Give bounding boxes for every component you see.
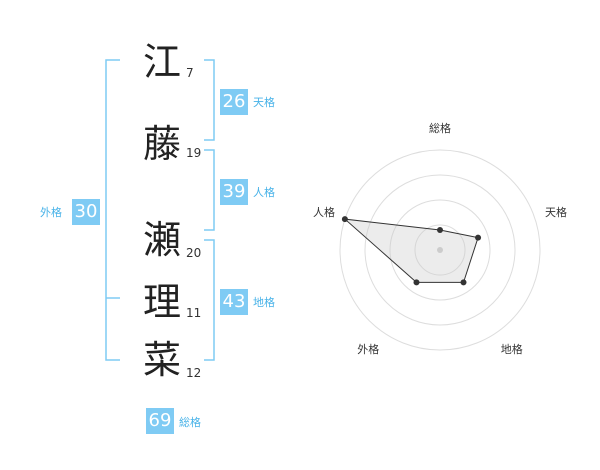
stroke-count-2: 19	[186, 146, 202, 160]
radar-ring-2	[389, 199, 491, 301]
gaikaku-bracket	[105, 59, 120, 361]
name-char-4: 理	[142, 280, 181, 324]
stroke-count-1: 7	[186, 66, 194, 80]
stroke-count-4: 11	[186, 306, 202, 320]
radar-axis-label-gaikaku: 外格	[357, 342, 380, 356]
name-char-2: 藤	[142, 122, 181, 166]
radar-center-dot	[437, 247, 443, 253]
jinkaku-value-badge: 39	[220, 179, 248, 205]
radar-point-3	[460, 279, 467, 286]
name-char-5: 菜	[142, 338, 181, 382]
soukaku-label: 総格	[179, 416, 201, 429]
jinkaku-bracket	[204, 149, 215, 231]
tenkaku-bracket	[204, 59, 215, 141]
radar-points	[341, 216, 482, 286]
radar-chart	[339, 149, 541, 351]
radar-axis-label-jinkaku: 人格	[312, 206, 335, 220]
radar-ring-1	[414, 224, 466, 276]
stroke-count-5: 12	[186, 366, 202, 380]
stroke-count-3: 20	[186, 246, 202, 260]
chikaku-value-badge: 43	[220, 289, 248, 315]
radar-axis-label-tenkaku: 天格	[545, 206, 568, 220]
radar-point-4	[413, 279, 420, 286]
radar-axis-label-chikaku: 地格	[500, 342, 523, 356]
chikaku-label: 地格	[253, 296, 275, 309]
radar-ring-3	[364, 174, 516, 326]
gaikaku-value-badge: 30	[72, 199, 100, 225]
jinkaku-label: 人格	[253, 186, 275, 199]
radar-axis-label-soukaku: 総格	[429, 122, 451, 135]
gaikaku-label: 外格	[40, 206, 62, 219]
radar-point-2	[475, 234, 482, 241]
name-char-1: 江	[142, 40, 181, 84]
radar-ring-4	[339, 149, 541, 351]
radar-point-5	[341, 216, 348, 223]
tenkaku-label: 天格	[253, 96, 275, 109]
radar-point-1	[437, 227, 443, 233]
radar-data-polygon	[343, 218, 479, 283]
radar-rings	[339, 149, 541, 351]
tenkaku-value-badge: 26	[220, 89, 248, 115]
chikaku-bracket	[204, 239, 215, 361]
soukaku-value-badge: 69	[146, 408, 174, 434]
name-char-3: 瀬	[142, 218, 181, 262]
